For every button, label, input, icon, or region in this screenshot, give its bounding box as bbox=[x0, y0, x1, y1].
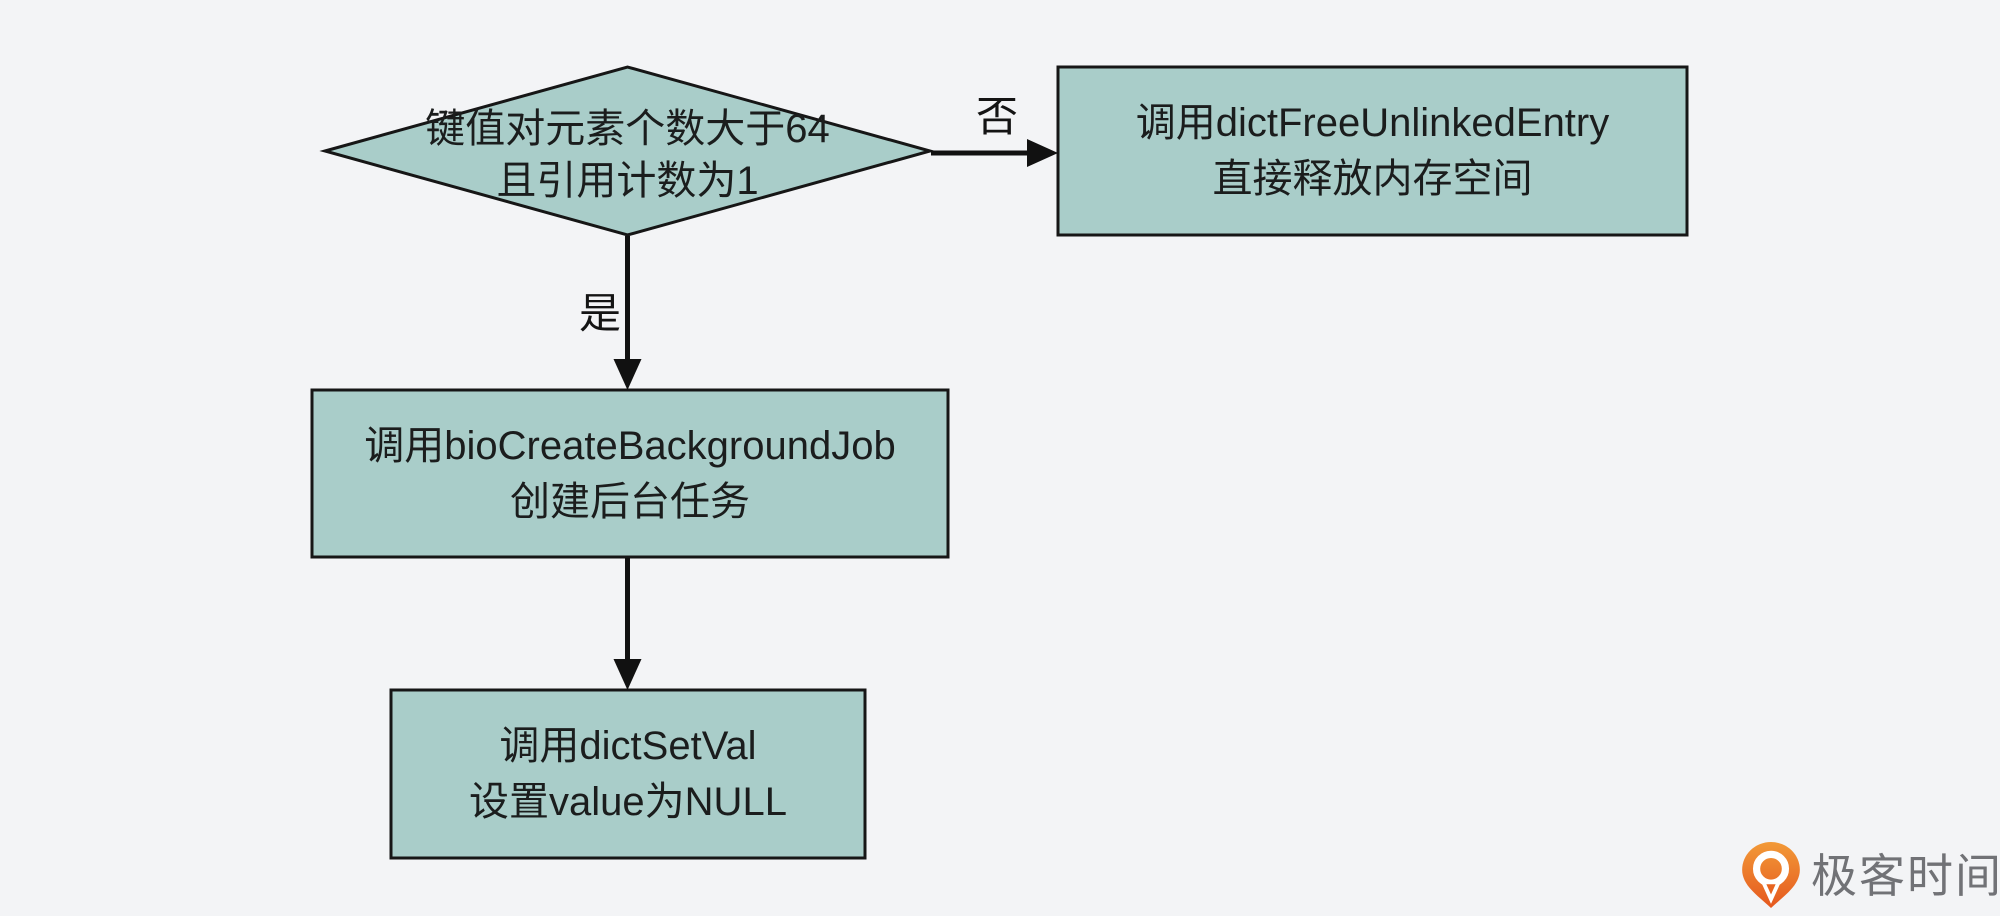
process-label-set-val: 调用dictSetVal 设置value为NULL bbox=[391, 690, 865, 858]
yes-edge-label: 是 bbox=[578, 290, 622, 337]
process-label-set-val-line1: 调用dictSetVal bbox=[499, 724, 757, 768]
decision-label-line1: 键值对元素个数大于64 bbox=[425, 107, 830, 151]
process-label-free-entry-line2: 直接释放内存空间 bbox=[1212, 157, 1533, 201]
process-box-set-val bbox=[389, 688, 867, 860]
arrow-yes bbox=[613, 236, 642, 390]
decision-diamond bbox=[319, 65, 936, 237]
arrow-no bbox=[931, 139, 1058, 167]
process-label-create-bg-job: 调用bioCreateBackgroundJob 创建后台任务 bbox=[312, 390, 948, 557]
geektime-pin-icon bbox=[1742, 842, 1800, 908]
geektime-logo: 极客时间 bbox=[1740, 842, 2000, 910]
process-label-create-bg-job-line2: 创建后台任务 bbox=[510, 479, 750, 524]
decision-label: 键值对元素个数大于64 且引用计数为1 bbox=[325, 90, 930, 220]
no-edge-label: 否 bbox=[975, 93, 1019, 140]
process-label-free-entry-line1: 调用dictFreeUnlinkedEntry bbox=[1135, 101, 1610, 145]
process-label-free-entry: 调用dictFreeUnlinkedEntry 直接释放内存空间 bbox=[1058, 67, 1687, 235]
arrow-to-set-val bbox=[613, 558, 642, 690]
process-box-create-bg-job bbox=[310, 388, 950, 559]
process-box-free-entry bbox=[1056, 65, 1689, 237]
process-label-set-val-line2: 设置value为NULL bbox=[469, 780, 787, 824]
decision-label-line2: 且引用计数为1 bbox=[496, 159, 759, 203]
process-label-create-bg-job-line1: 调用bioCreateBackgroundJob bbox=[364, 423, 896, 468]
geektime-logo-text: 极客时间 bbox=[1811, 850, 2000, 902]
